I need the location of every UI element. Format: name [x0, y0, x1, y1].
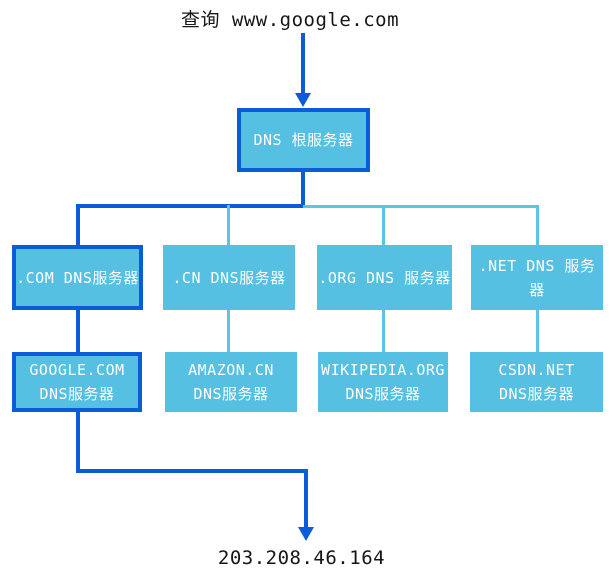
connector-bus-to-org: [382, 205, 385, 246]
connector-org-to-wikipedia: [382, 310, 385, 352]
connector-google-across: [76, 469, 308, 473]
query-arrow-line: [301, 33, 305, 94]
connector-bus-to-net: [536, 205, 539, 246]
node-org-dns-server: .ORG DNS 服务器: [317, 245, 452, 310]
node-com-dns-server: .COM DNS服务器: [12, 245, 143, 310]
connector-to-ip: [304, 469, 308, 528]
connector-net-to-csdn: [536, 310, 539, 352]
node-csdn-net-dns-server: CSDN.NET DNS服务器: [470, 352, 603, 412]
node-google-com-dns-server: GOOGLE.COM DNS服务器: [12, 352, 142, 412]
node-wikipedia-org-dns-server: WIKIPEDIA.ORG DNS服务器: [318, 352, 448, 412]
node-cn-dns-server: .CN DNS服务器: [163, 245, 295, 310]
result-arrowhead-icon: [298, 527, 314, 541]
node-dns-root-server: DNS 根服务器: [237, 108, 370, 172]
connector-bus-light: [303, 205, 539, 208]
node-net-dns-server: .NET DNS 服务器: [471, 245, 603, 310]
connector-bus-to-cn: [227, 205, 230, 246]
node-amazon-cn-dns-server: AMAZON.CN DNS服务器: [165, 352, 297, 412]
query-arrowhead-icon: [295, 93, 311, 107]
connector-bus-dark: [76, 204, 305, 208]
query-label: 查询 www.google.com: [180, 9, 400, 31]
connector-bus-to-com: [76, 204, 80, 246]
connector-root-stem: [301, 172, 305, 206]
resolved-ip-label: 203.208.46.164: [217, 547, 386, 569]
connector-cn-to-amazon: [227, 310, 230, 352]
connector-google-down: [76, 412, 80, 473]
connector-com-to-google: [76, 310, 80, 352]
